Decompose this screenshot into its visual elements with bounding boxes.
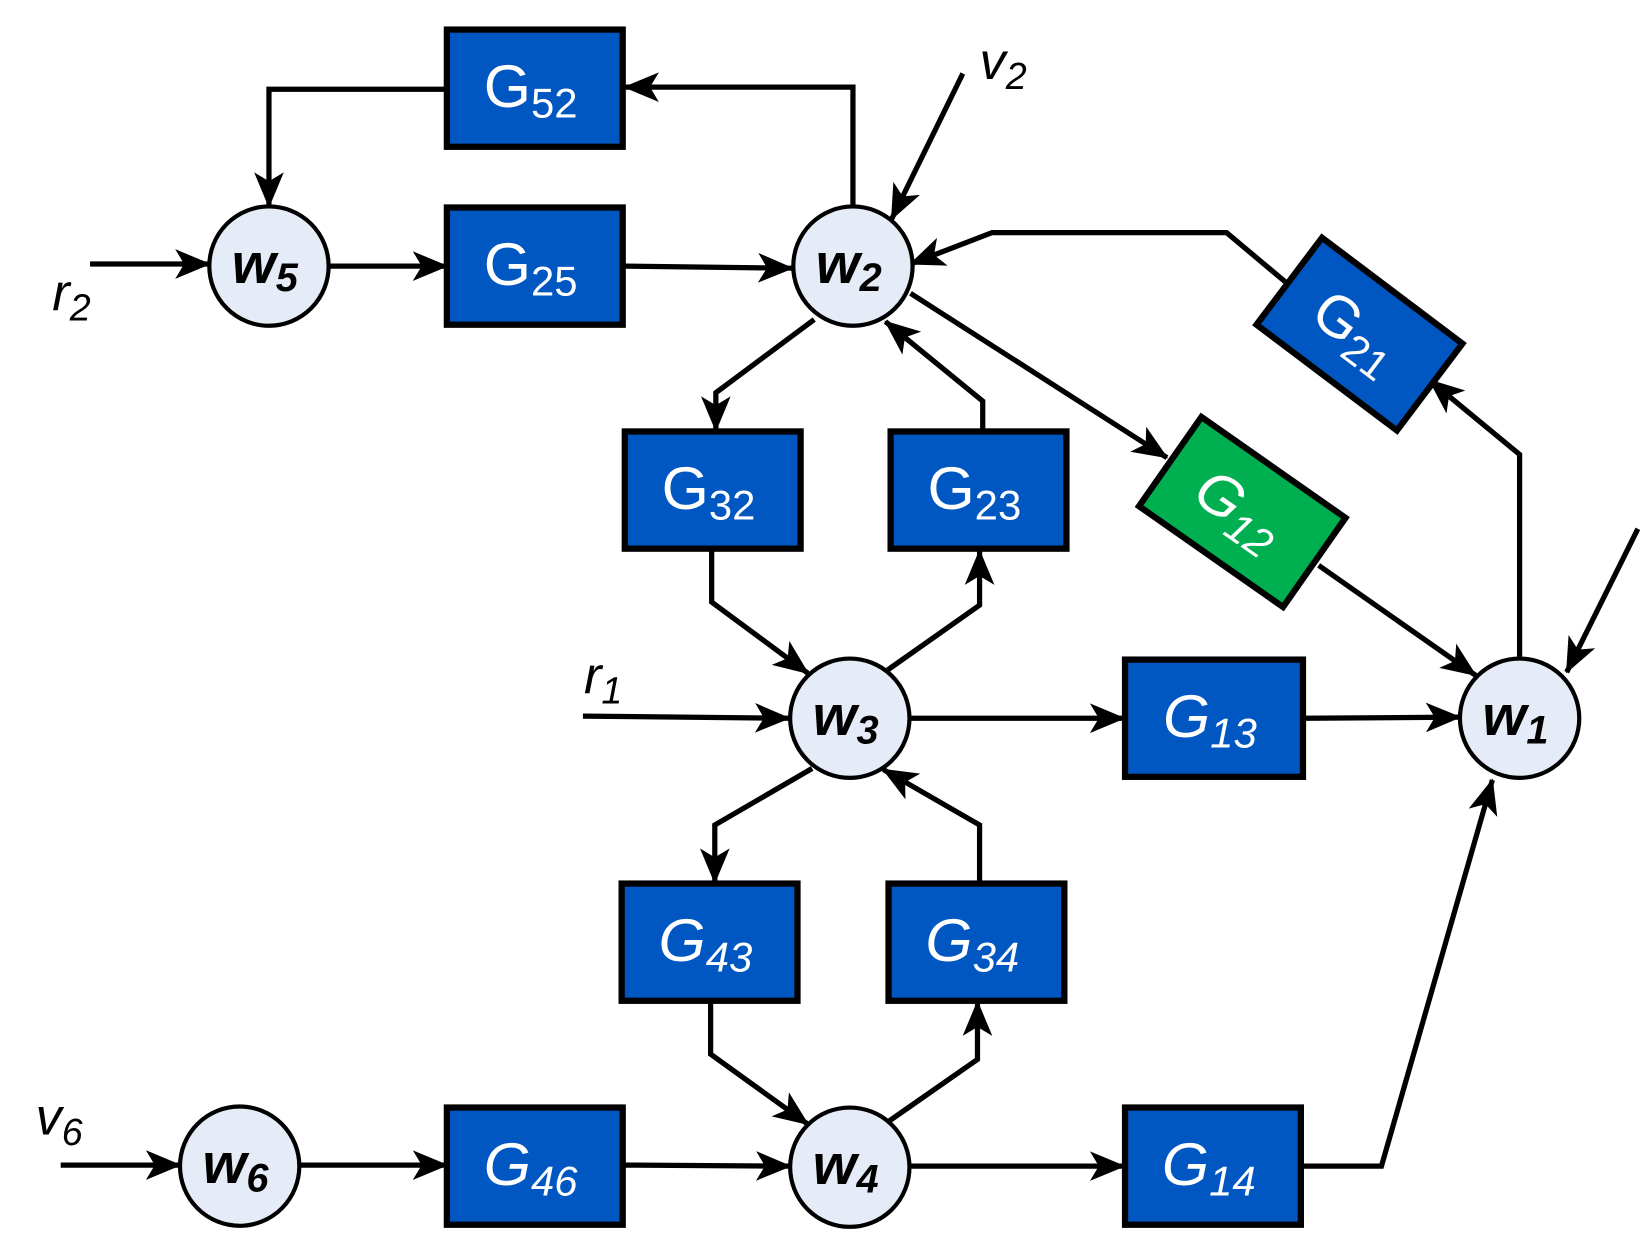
block-G32[interactable]: G32 <box>621 428 804 552</box>
node-w4[interactable]: w4 <box>788 1105 912 1229</box>
edge-G14-to-w1 <box>1301 778 1498 1169</box>
edge-G34-to-w3 <box>881 767 983 883</box>
edge-w2-to-G12 <box>909 291 1169 460</box>
edge-r1-to-w3 <box>582 703 791 733</box>
edge-w2-to-G32 <box>701 317 816 432</box>
signal-label-r1: r1 <box>584 647 622 711</box>
block-G23-rect <box>887 428 1070 552</box>
node-w1-label: w1 <box>1482 684 1548 752</box>
block-G13-label: G13 <box>1163 682 1257 756</box>
block-G25[interactable]: G25 <box>443 204 626 328</box>
node-w5[interactable]: w5 <box>207 204 331 328</box>
block-G23[interactable]: G23 <box>887 428 1070 552</box>
node-w5-circle <box>207 204 331 328</box>
node-w4-circle <box>788 1105 912 1229</box>
node-w5-label: w5 <box>232 232 299 300</box>
edge-G43-to-w4 <box>707 1001 810 1127</box>
block-G43-rect <box>618 880 801 1004</box>
block-G14[interactable]: G14 <box>1121 1104 1305 1228</box>
edge-w2-to-G52 <box>623 72 856 206</box>
block-G32-rect <box>621 428 804 552</box>
block-G46-label: G46 <box>484 1130 578 1204</box>
node-w3-circle <box>788 656 912 780</box>
edge-w1-to-G21 <box>1427 378 1523 659</box>
block-G14-label: G14 <box>1162 1130 1256 1204</box>
edge-input-to-w1 <box>1564 527 1641 674</box>
block-G34[interactable]: G34 <box>885 880 1068 1004</box>
edge-v2-to-w2 <box>889 72 966 221</box>
block-G13-rect <box>1121 656 1307 780</box>
edge-w3-to-G23 <box>885 549 995 673</box>
block-G52-rect <box>443 26 626 150</box>
block-G34-rect <box>885 880 1068 1004</box>
node-w2-circle <box>791 204 915 328</box>
block-G21-rect <box>1252 233 1467 435</box>
edge-w4-to-G34 <box>885 1000 993 1125</box>
node-w4-label: w4 <box>813 1133 879 1201</box>
node-w3-label: w3 <box>813 684 879 752</box>
node-w2[interactable]: w2 <box>791 204 915 328</box>
node-w6[interactable]: w6 <box>177 1104 302 1228</box>
signal-label-v6: v6 <box>36 1089 83 1153</box>
block-G25-label: G25 <box>484 230 578 304</box>
edge-G21-to-w2 <box>909 229 1287 284</box>
block-G14-rect <box>1121 1104 1305 1228</box>
block-G46[interactable]: G46 <box>443 1104 626 1228</box>
block-G52-label: G52 <box>484 52 578 126</box>
block-G43-label: G43 <box>658 906 752 980</box>
node-w1[interactable]: w1 <box>1457 656 1582 780</box>
block-G34-label: G34 <box>925 906 1019 980</box>
block-G21[interactable]: G21 <box>1252 233 1467 435</box>
signal-label-v2: v2 <box>980 33 1027 97</box>
block-G52[interactable]: G52 <box>443 26 626 150</box>
edge-w3-to-G43 <box>699 766 814 885</box>
blocks: G52 G25 G32 G23 G12 G21 G13 <box>443 26 1467 1228</box>
node-w2-label: w2 <box>816 232 882 300</box>
edges <box>60 72 1641 1181</box>
edge-G23-to-w2 <box>883 319 986 431</box>
block-G46-rect <box>443 1104 626 1228</box>
block-G43[interactable]: G43 <box>618 880 801 1004</box>
nodes: w1 w2 w3 w4 w5 w6 <box>177 204 1582 1229</box>
block-G23-label: G23 <box>927 454 1021 528</box>
block-G32-label: G32 <box>662 454 756 528</box>
edge-G46-to-w4 <box>623 1151 792 1181</box>
block-G13[interactable]: G13 <box>1121 656 1307 780</box>
node-w6-circle <box>177 1104 302 1228</box>
block-G12[interactable]: G12 <box>1134 412 1350 612</box>
edge-G25-to-w2 <box>623 252 794 283</box>
node-w3[interactable]: w3 <box>788 656 912 780</box>
edge-G32-to-w3 <box>709 549 810 676</box>
node-w1-circle <box>1457 656 1582 780</box>
edge-G12-to-w1 <box>1317 563 1478 678</box>
signal-label-r2: r2 <box>52 264 90 328</box>
edge-G13-to-w1 <box>1303 702 1462 733</box>
node-w6-label: w6 <box>202 1132 269 1200</box>
block-G12-rect <box>1134 412 1350 612</box>
block-G25-rect <box>443 204 626 328</box>
external-labels: r2 v2 r1 v6 <box>36 33 1027 1153</box>
edge-G52-to-w5 <box>254 86 447 208</box>
